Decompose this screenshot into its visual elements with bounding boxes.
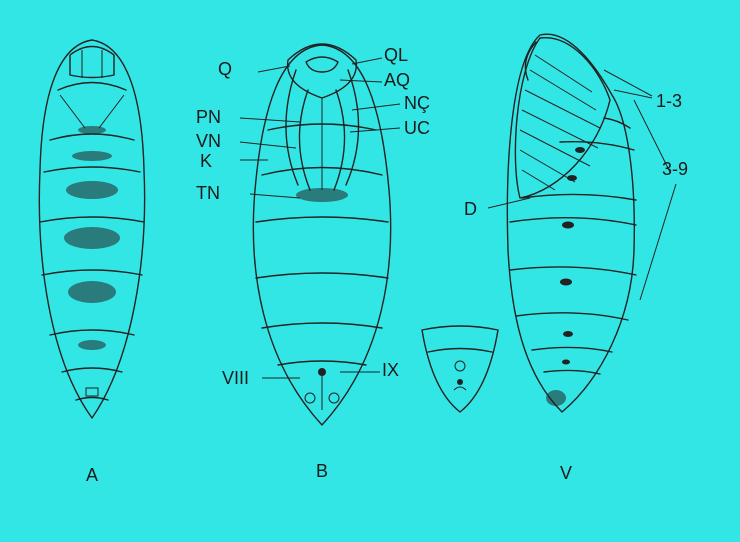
figure-v-spiracle: [562, 222, 574, 229]
figure-v-spiracle: [563, 331, 573, 337]
figure-v-spiracle: [567, 175, 577, 181]
figure-v-spiracle: [575, 147, 585, 153]
figure-a-stipple: [68, 281, 116, 303]
figure-a-stipple: [78, 340, 106, 350]
label-tn: TN: [196, 184, 220, 202]
figure-v-drawing: [488, 34, 676, 412]
label-segments-1-3: 1-3: [656, 92, 682, 110]
figure-v-wing-sheath: [515, 38, 610, 198]
caption-figure-a: A: [86, 466, 98, 484]
figure-v-hatching: [520, 55, 600, 190]
label-nc: NÇ: [404, 94, 430, 112]
label-ql: QL: [384, 46, 408, 64]
figure-a-segment-line: [40, 217, 144, 222]
label-pn: PN: [196, 108, 221, 126]
leader-aq: [340, 80, 382, 82]
caption-figure-v: V: [560, 464, 572, 482]
label-aq: AQ: [384, 71, 410, 89]
figure-v-spiracle: [560, 279, 572, 286]
leader-uc: [350, 128, 400, 132]
figure-b-head: [288, 44, 357, 98]
label-ix: IX: [382, 361, 399, 379]
label-uc: UC: [404, 119, 430, 137]
leader-tn: [250, 194, 300, 198]
leader-3-9: [634, 100, 676, 300]
label-d: D: [464, 200, 477, 218]
label-segments-3-9: 3-9: [662, 160, 688, 178]
figure-a-segment-line: [50, 330, 134, 335]
label-k: K: [200, 152, 212, 170]
label-vn: VN: [196, 132, 221, 150]
figure-a-stipple: [78, 126, 106, 134]
figure-v-spiracle: [562, 360, 570, 365]
figure-a-drawing: [39, 40, 144, 418]
figure-a-segment-line: [44, 167, 140, 172]
terminal-segment-inset: [422, 326, 498, 412]
caption-figure-b: B: [316, 462, 328, 480]
figure-v-tip-stipple: [546, 390, 566, 406]
label-q: Q: [218, 60, 232, 78]
leader-d: [488, 198, 530, 208]
figure-a-head: [70, 47, 114, 78]
label-viii: VIII: [222, 369, 249, 387]
figure-a-stipple: [64, 227, 120, 249]
figure-a-segment-line: [62, 368, 122, 372]
figure-b-drawing: [240, 44, 400, 425]
figure-b-eye: [306, 57, 338, 72]
figure-a-segment-line: [42, 270, 142, 275]
figure-b-stipple: [296, 188, 348, 202]
leader-pn: [240, 118, 300, 122]
figure-a-stipple: [72, 151, 112, 161]
figure-a-stipple: [66, 181, 118, 199]
